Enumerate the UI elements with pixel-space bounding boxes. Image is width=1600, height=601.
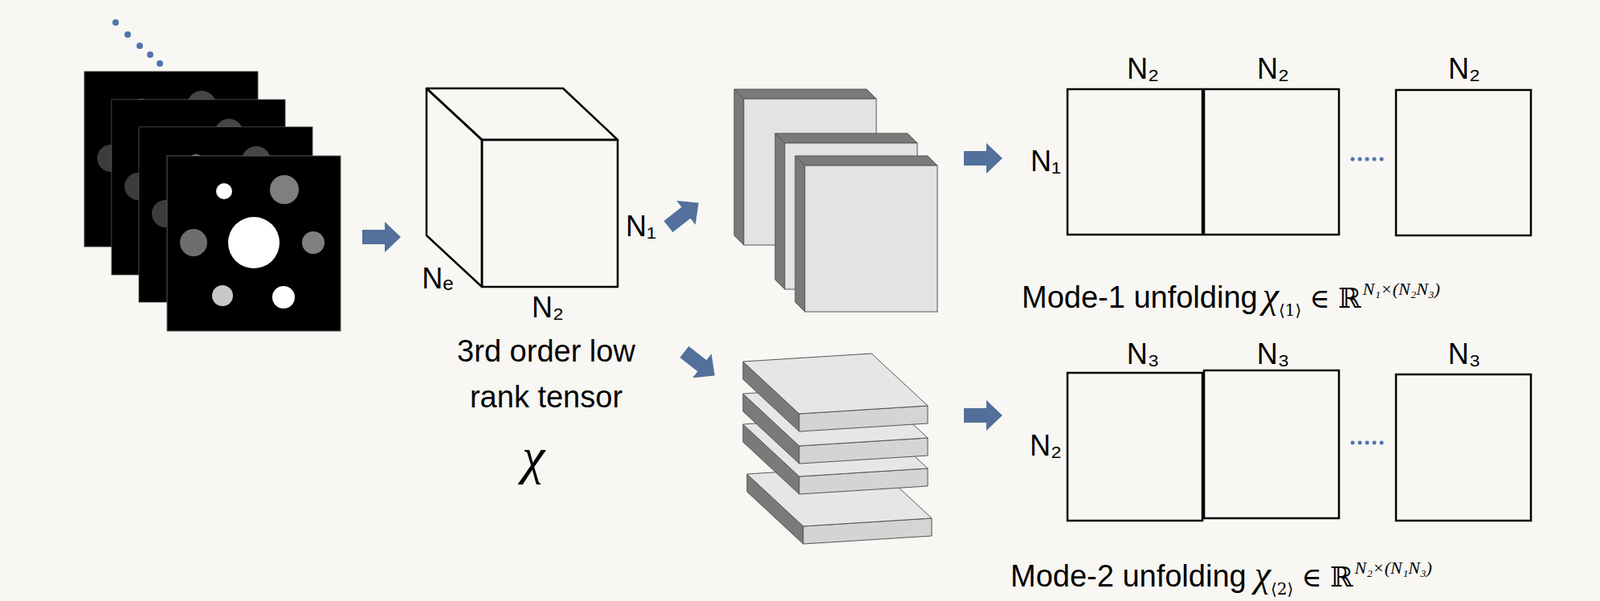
dimension-label: N₂	[1126, 53, 1160, 86]
dimension-label: N₂	[531, 291, 564, 324]
dimension-label: N₁	[625, 210, 657, 243]
dimension-label: N₂	[1029, 429, 1062, 462]
horizontal-slices	[742, 353, 932, 544]
lateral-slices	[734, 89, 938, 312]
image-stack	[84, 71, 341, 331]
block-arrow	[362, 142, 1003, 431]
dimension-label: N₂	[1257, 53, 1290, 86]
dimension-label: Nₑ	[421, 262, 454, 295]
set-membership: ∈ ℝ	[1301, 562, 1353, 592]
unfolding-caption: Mode-1 unfolding	[1021, 281, 1258, 315]
ellipsis-dots	[112, 19, 164, 67]
tensor-symbol: χ	[1262, 275, 1279, 317]
formula-row: Mode-1 unfoldingχ⟨1⟩ ∈ ℝN₁×(N₂N₃)	[1021, 275, 1441, 317]
formula-row: Mode-2 unfoldingχ⟨2⟩ ∈ ℝN₂×(N₁N₃)	[1010, 554, 1433, 596]
dimension-superscript: N₂×(N₁N₃)	[1354, 558, 1432, 578]
dimension-label: N₃	[1257, 338, 1290, 371]
dimension-superscript: N₁×(N₂N₃)	[1362, 279, 1440, 299]
tensor-cube	[426, 88, 618, 287]
unfolding-caption: Mode-2 unfolding	[1010, 559, 1247, 594]
tensor-symbol: χ	[1254, 554, 1271, 596]
tensor-symbol: χ	[522, 428, 545, 485]
dimension-label: N₃	[1126, 338, 1160, 371]
dimension-label: N₂	[1448, 53, 1481, 86]
mode-subscript: ⟨2⟩	[1270, 579, 1294, 598]
set-membership: ∈ ℝ	[1309, 283, 1361, 314]
mode-subscript: ⟨1⟩	[1278, 301, 1302, 319]
dimension-label: N₃	[1448, 338, 1482, 371]
dimension-label: N₁	[1030, 145, 1062, 178]
tensor-caption: 3rd order low rank tensor	[425, 328, 667, 421]
